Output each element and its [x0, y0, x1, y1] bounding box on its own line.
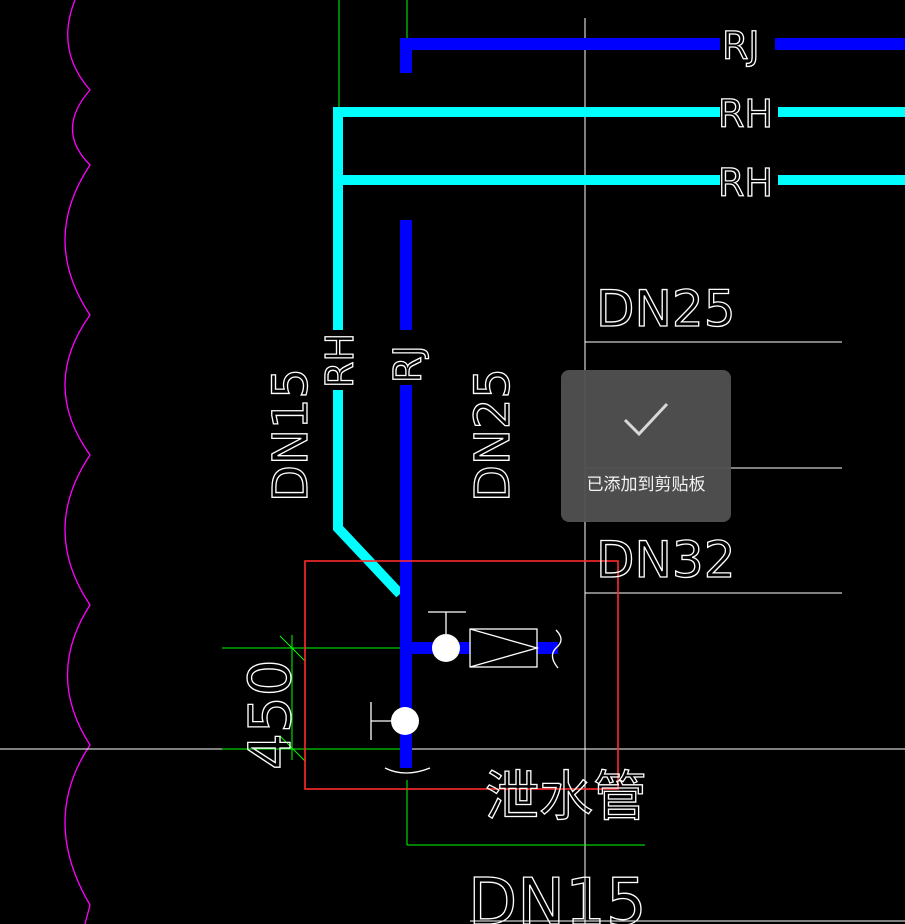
label-dn25-mid: DN25: [465, 368, 521, 502]
label-dn25-right: DN25: [596, 280, 736, 338]
check-icon: [623, 402, 669, 437]
label-dn32-right: DN32: [596, 531, 736, 589]
label-rh-top2: RH: [718, 161, 773, 205]
rj-pipes: [400, 38, 905, 768]
label-dn15-left: DN15: [263, 368, 319, 502]
label-drain-pipe: 泄水管: [485, 765, 647, 828]
revision-cloud: [64, 0, 91, 924]
label-rj-top: RJ: [722, 24, 760, 68]
valve-circle-upper[interactable]: [432, 634, 460, 662]
reference-lines: [0, 18, 905, 924]
label-rh-top1: RH: [718, 92, 773, 136]
label-dn15-bottom: DN15: [468, 866, 647, 924]
selection-box[interactable]: [304, 560, 619, 790]
rh-pipes: [333, 107, 905, 598]
label-rh-vertical: RH: [318, 333, 362, 388]
label-dim-450: 450: [236, 659, 304, 770]
valves: [370, 611, 562, 774]
flow-meter: [469, 628, 538, 668]
toast-message: 已添加到剪贴板: [586, 475, 706, 495]
clipboard-toast: 已添加到剪贴板: [561, 370, 731, 522]
valve-circle-lower[interactable]: [391, 707, 419, 735]
label-rj-vertical: RJ: [386, 345, 430, 383]
green-lines: [222, 0, 645, 846]
